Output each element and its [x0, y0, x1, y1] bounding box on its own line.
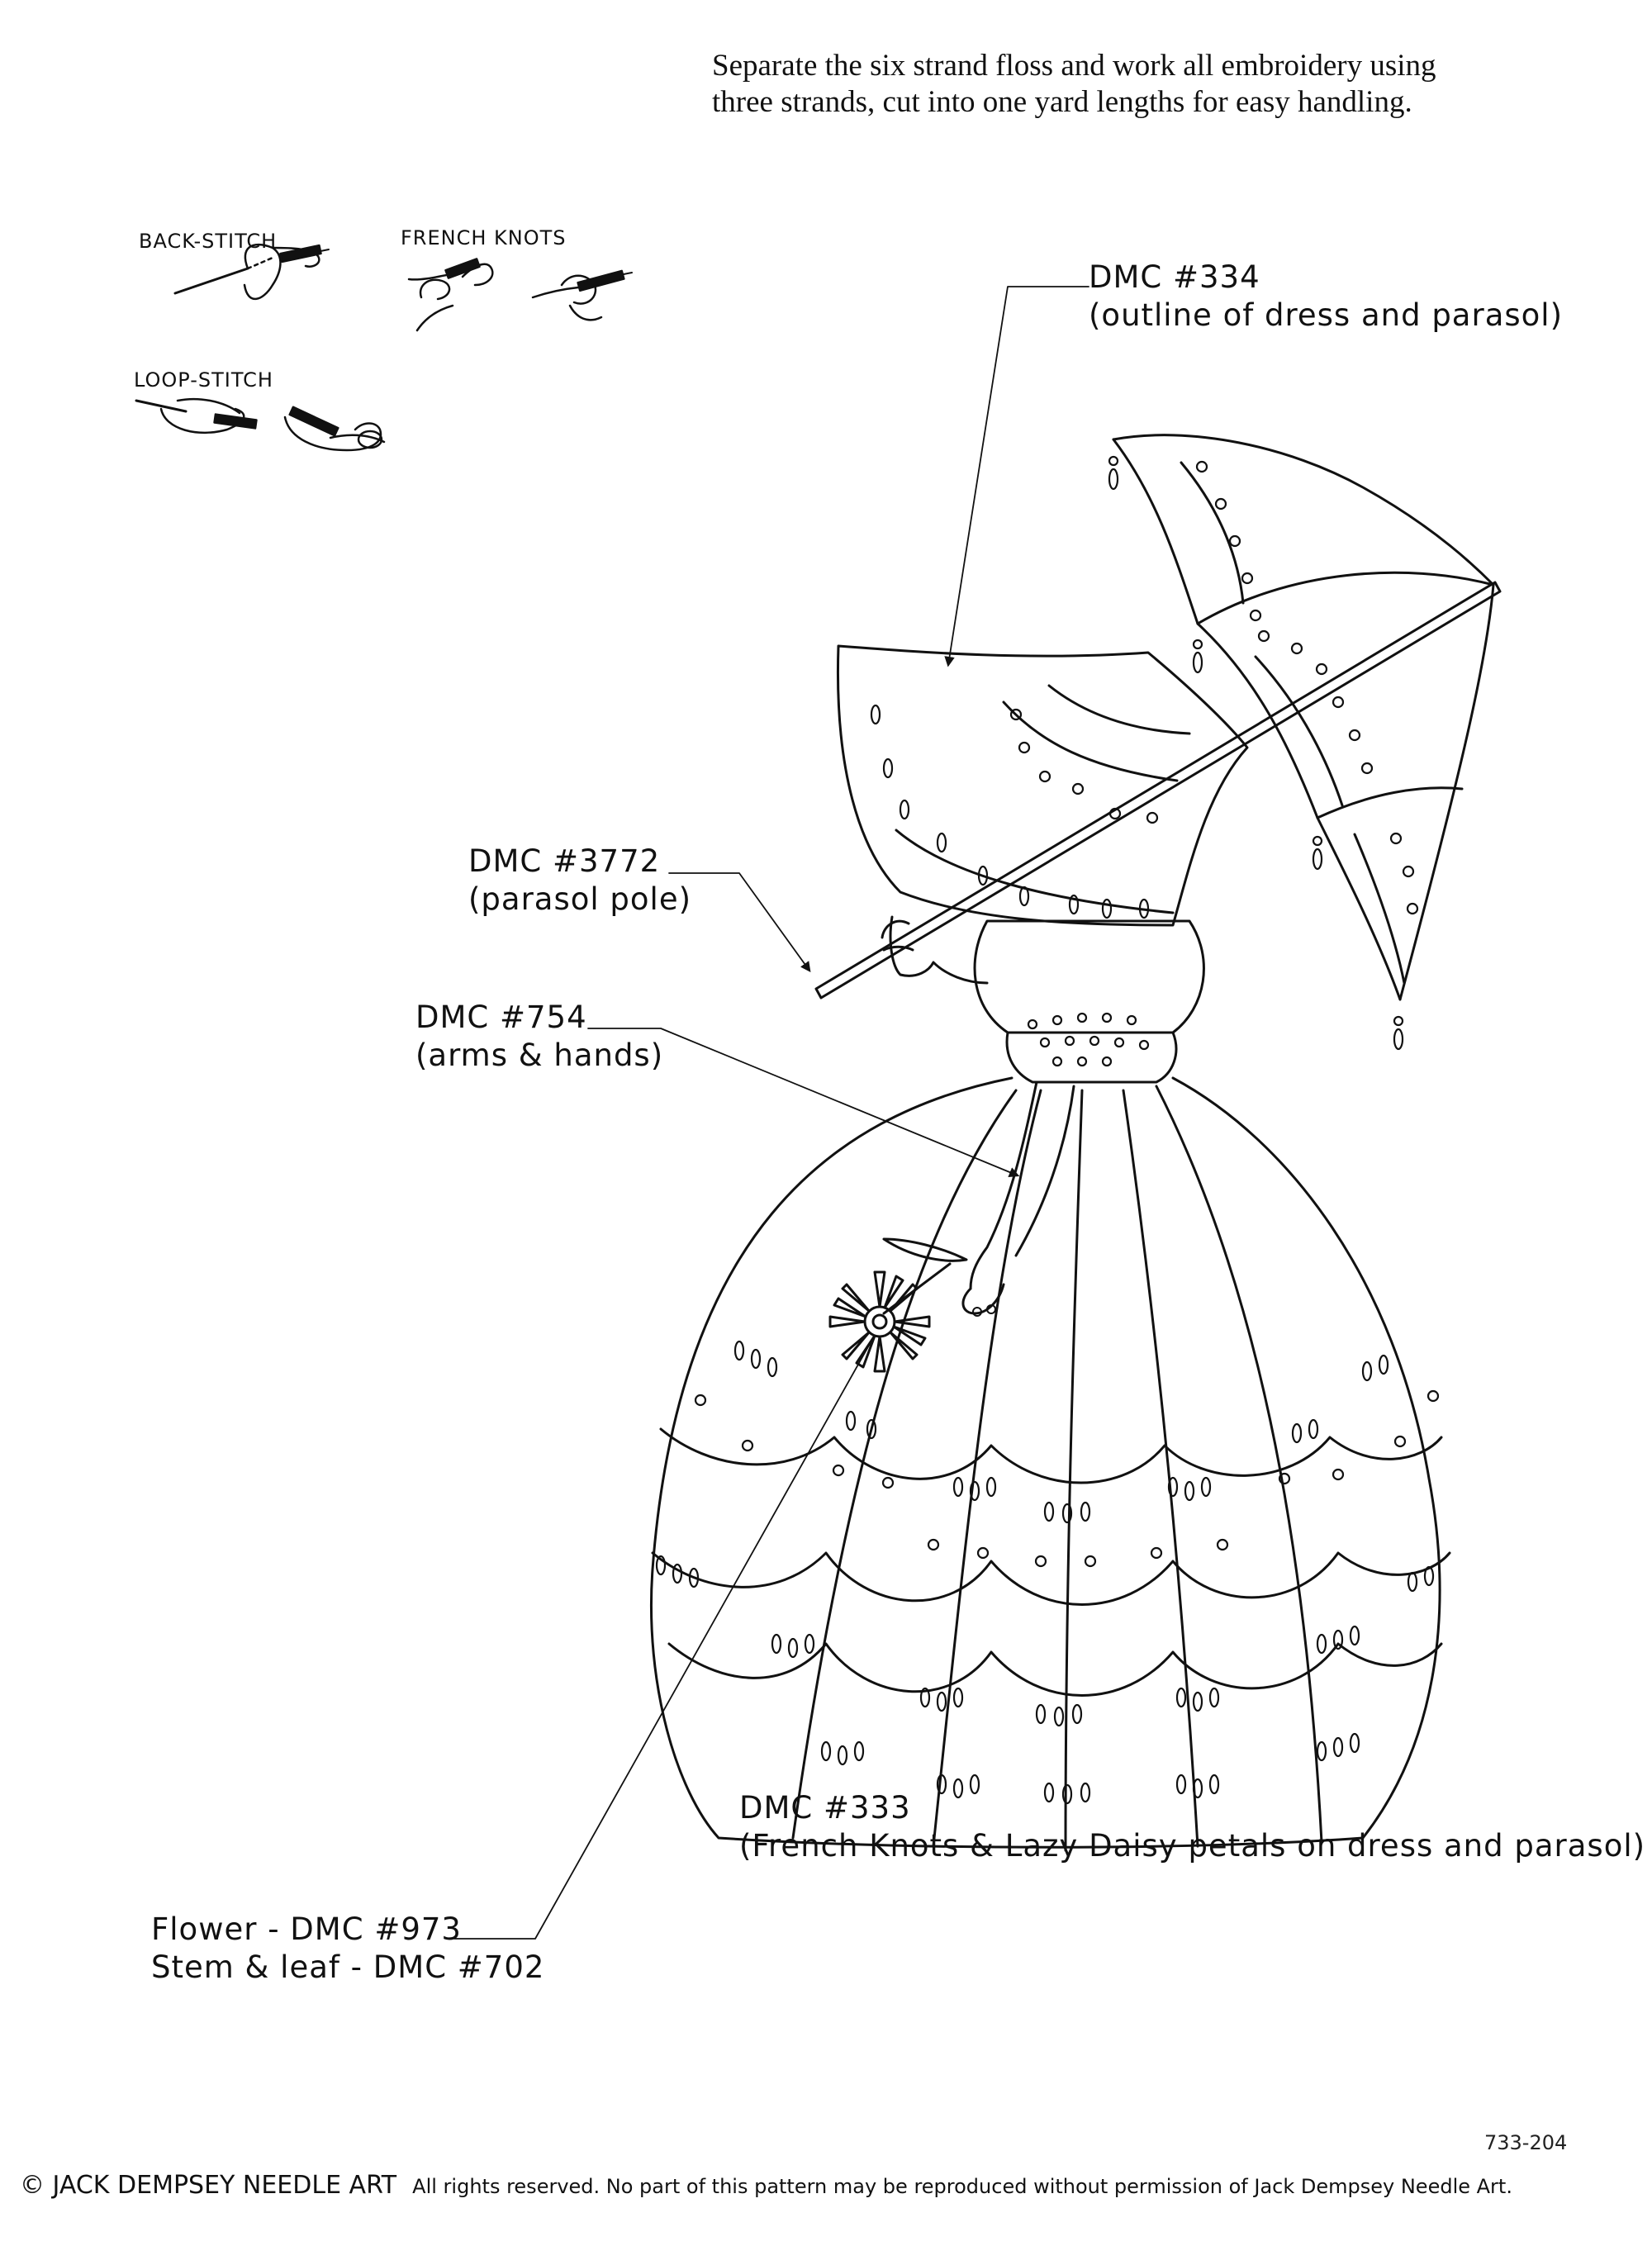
- footer-rights: All rights reserved. No part of this pat…: [412, 2175, 1512, 2198]
- callout-stem-line: Stem & leaf - DMC #702: [151, 1949, 545, 1985]
- back-stitch-label: BACK-STITCH: [139, 230, 278, 253]
- callout-dress-outline-desc: (outline of dress and parasol): [1089, 297, 1563, 333]
- callout-arms-hands-code: DMC #754: [415, 1000, 587, 1035]
- back-stitch-icon: [173, 243, 330, 301]
- callout-arms-hands-desc: (arms & hands): [415, 1038, 664, 1073]
- loop-stitch-icon-b: [283, 406, 386, 452]
- french-knots-icon-a: [407, 258, 494, 332]
- instructions: Separate the six strand floss and work a…: [712, 48, 1538, 121]
- bonnet-illustration: [836, 644, 1249, 927]
- pattern-number: 733-204: [1484, 2131, 1568, 2154]
- parasol-pole: [814, 581, 1502, 1000]
- footer-brand: © JACK DEMPSEY NEEDLE ART: [20, 2171, 397, 2200]
- instructions-line-1: Separate the six strand floss and work a…: [712, 49, 1436, 83]
- leader-parasol-pole: [668, 872, 811, 973]
- arms-illustration: [881, 915, 1075, 1317]
- leader-lines: [453, 286, 1089, 1940]
- footer: © JACK DEMPSEY NEEDLE ART All rights res…: [20, 2171, 1512, 2200]
- leader-arms-hands: [587, 1028, 1020, 1177]
- callout-parasol-pole: DMC #3772 (parasol pole): [468, 843, 691, 919]
- french-knots-icon-b: [531, 269, 633, 321]
- callout-dress-outline: DMC #334 (outline of dress and parasol): [1089, 259, 1563, 335]
- loop-stitch-label: LOOP-STITCH: [134, 368, 273, 392]
- parasol-illustration: [814, 434, 1502, 1051]
- bodice-illustration: [973, 919, 1205, 1084]
- skirt-illustration: [649, 1076, 1451, 1852]
- callout-french-knots-code: DMC #333: [739, 1790, 911, 1826]
- leader-flower: [453, 1336, 875, 1940]
- callout-parasol-pole-desc: (parasol pole): [468, 881, 692, 917]
- callout-flower-line: Flower - DMC #973: [151, 1911, 462, 1947]
- flower-illustration: [828, 1237, 968, 1373]
- callout-dress-outline-code: DMC #334: [1089, 259, 1260, 295]
- callout-flower-stem: Flower - DMC #973 Stem & leaf - DMC #702: [151, 1911, 544, 1987]
- callout-arms-hands: DMC #754 (arms & hands): [415, 999, 663, 1075]
- leader-dress-outline: [944, 286, 1089, 667]
- instructions-line-2: three strands, cut into one yard lengths…: [712, 85, 1412, 119]
- french-knots-label: FRENCH KNOTS: [401, 226, 567, 249]
- callout-parasol-pole-code: DMC #3772: [468, 843, 661, 879]
- loop-stitch-icon-a: [135, 397, 258, 434]
